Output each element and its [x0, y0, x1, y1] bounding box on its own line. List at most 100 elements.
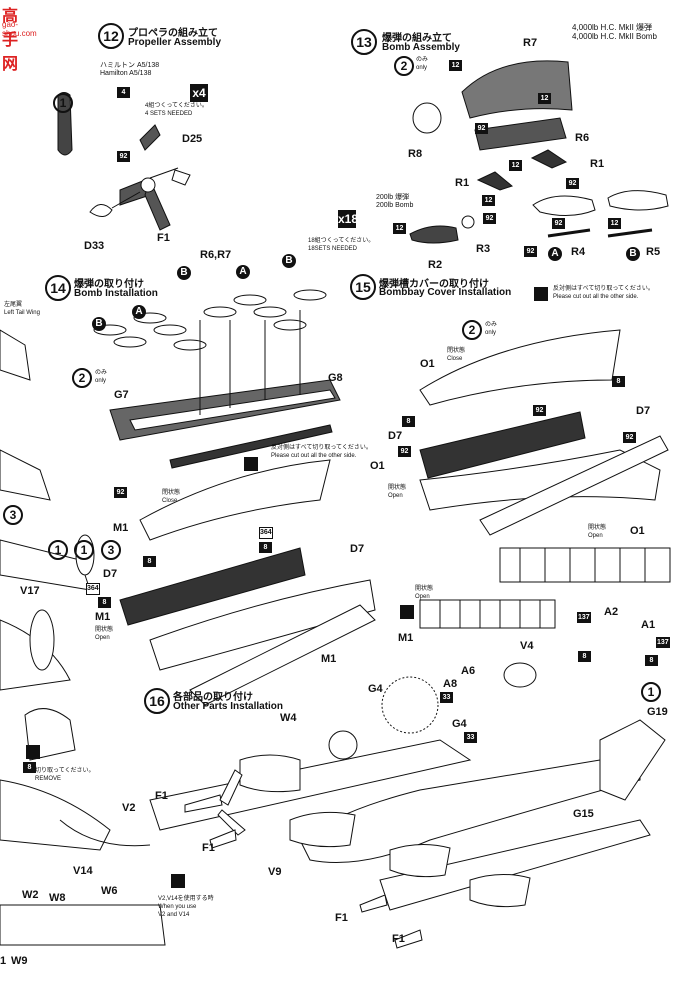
step-15-open2-en: Open [588, 533, 603, 539]
step-14-letter-a1: A [132, 305, 146, 319]
mid-open2-en: Open [415, 594, 430, 600]
left-remove-jp: 切り取ってください。 [35, 768, 95, 774]
step-16-ref-3: 137 [656, 637, 670, 648]
part-m1-close: M1 [113, 522, 129, 534]
part-w9: W9 [11, 955, 28, 967]
cut-line-icon-flat [400, 605, 414, 619]
part-a1: A1 [641, 619, 656, 631]
part-d33: D33 [84, 240, 105, 252]
step-14-letter-a2: A [236, 265, 250, 279]
step-13-bomb-title-1: 4,000lb H.C. MkII 爆弾 [572, 23, 653, 32]
part-o1-flat: O1 [630, 525, 645, 537]
mid-ref-3: 8 [98, 597, 111, 608]
part-f1: F1 [157, 232, 170, 244]
step-15-title-jp: 爆弾槽カバーの取り付け [379, 279, 489, 290]
part-o1-open: O1 [370, 460, 385, 472]
part-r8: R8 [408, 148, 423, 160]
part-g19: G19 [647, 706, 668, 718]
step-13-ref-2: 12 [538, 93, 551, 104]
mid-cut-jp: 反対側はすべて切り取ってください。 [271, 445, 372, 451]
step-12-ref-b: 92 [117, 151, 130, 162]
step-16-ref-2: 8 [578, 651, 591, 662]
mid-close-en: Close [162, 498, 178, 504]
step-13-ref-8: 92 [552, 218, 565, 229]
step-13-bomb-title-2: 4,000lb H.C. MkII Bomb [572, 32, 657, 41]
step-13-multiplier: x18 [338, 210, 359, 228]
step-13-title-en: Bomb Assembly [382, 42, 460, 53]
left-ref-1: 8 [23, 762, 36, 773]
watermark-url: gao-shou.com [2, 20, 37, 38]
step-13-sets-jp: 18組つくってください。 [308, 238, 375, 244]
step-12-hamilton-jp: ハミルトン A5/138 [100, 62, 160, 69]
step-13-sets-en: 18SETS NEEDED [308, 246, 358, 252]
part-d25: D25 [182, 133, 203, 145]
step-16-ref-6: 33 [464, 732, 477, 743]
step-12-ref-a: 4 [117, 87, 130, 98]
step-15-ref-5: 92 [623, 432, 636, 443]
step-14-title-jp: 爆弾の取り付け [74, 279, 144, 290]
part-r2: R2 [428, 259, 443, 271]
step-12-circled-count: 1 [53, 93, 73, 113]
step-14-number: 14 [45, 275, 71, 301]
step-13-title-jp: 爆弾の組み立て [382, 33, 452, 44]
part-d7-right: D7 [636, 405, 651, 417]
left-remove-en: REMOVE [35, 776, 62, 782]
part-f1-c: F1 [335, 912, 348, 924]
mid-circled-1: 1 [74, 540, 94, 560]
part-r3: R3 [476, 243, 491, 255]
step-16-ref-4: 8 [645, 655, 658, 666]
step-14-letter-b1: B [177, 266, 191, 280]
step-14-letter-b3: B [282, 254, 296, 268]
part-w2: W2 [22, 889, 39, 901]
left-tail-wing-en: Left Tail Wing [4, 310, 40, 316]
step-12-number: 12 [98, 23, 124, 49]
part-v4: V4 [520, 640, 534, 652]
step-14-letter-b2: B [92, 317, 106, 331]
left-circled-3: 3 [3, 505, 23, 525]
step-13-ref-4: 12 [509, 160, 522, 171]
step-15-close-jp: 閉状態 [447, 348, 466, 354]
step-12-title-jp: プロペラの組み立て [128, 28, 218, 39]
left-circled-1: 1 [48, 540, 68, 560]
step-12-sets-jp: 4組つくってください。 [145, 103, 208, 109]
part-d7-left: D7 [388, 430, 403, 442]
mid-cut-en: Please cut out all the other side. [271, 453, 357, 459]
part-r4: R4 [571, 246, 586, 258]
part-g4-a: G4 [368, 683, 383, 695]
step-13-only-jp: のみ [416, 57, 429, 63]
step-16-number: 16 [144, 688, 170, 714]
part-m1-right: M1 [321, 653, 337, 665]
step-13-letter-b: B [626, 247, 640, 261]
step-13-ref-7: 92 [483, 213, 496, 224]
step-15-circled-count: 2 [462, 320, 482, 340]
cut-line-icon-15 [534, 287, 548, 301]
watermark-title: 高手网 [2, 8, 19, 73]
part-o1-close: O1 [420, 358, 435, 370]
step-12-hamilton-en: Hamilton A5/138 [100, 70, 152, 77]
step-13-circled-count: 2 [394, 56, 414, 76]
left-tail-wing-jp: 左尾翼 [4, 302, 23, 308]
step-13-letter-a: A [548, 247, 562, 261]
mid-ref-2: 364 [86, 583, 100, 595]
step-13-ref-11: 12 [393, 223, 406, 234]
step-13-ref-5: 92 [566, 178, 579, 189]
left-use-en2: V2 and V14 [158, 912, 190, 918]
part-a2: A2 [604, 606, 619, 618]
step-13-ref-1: 12 [449, 60, 462, 71]
step-15-title-en: Bombbay Cover Installation [379, 287, 512, 298]
cut-line-icon-left [26, 745, 40, 759]
step-13-ref-9: 12 [608, 218, 621, 229]
part-d7-mid-left: D7 [103, 568, 118, 580]
part-f1-a: F1 [155, 790, 168, 802]
mid-circled-3: 3 [101, 540, 121, 560]
part-v14: V14 [73, 865, 93, 877]
part-g4-b: G4 [452, 718, 467, 730]
step-15-cut-jp: 反対側はすべて切り取ってください。 [553, 286, 654, 292]
step-14-circled-count: 2 [72, 368, 92, 388]
cut-line-icon-left2 [171, 874, 185, 888]
mid-open-jp: 開状態 [95, 627, 114, 633]
mid-close-jp: 閉状態 [162, 490, 181, 496]
mid-ref-5: 8 [259, 542, 272, 553]
step-15-ref-1: 8 [402, 416, 415, 427]
